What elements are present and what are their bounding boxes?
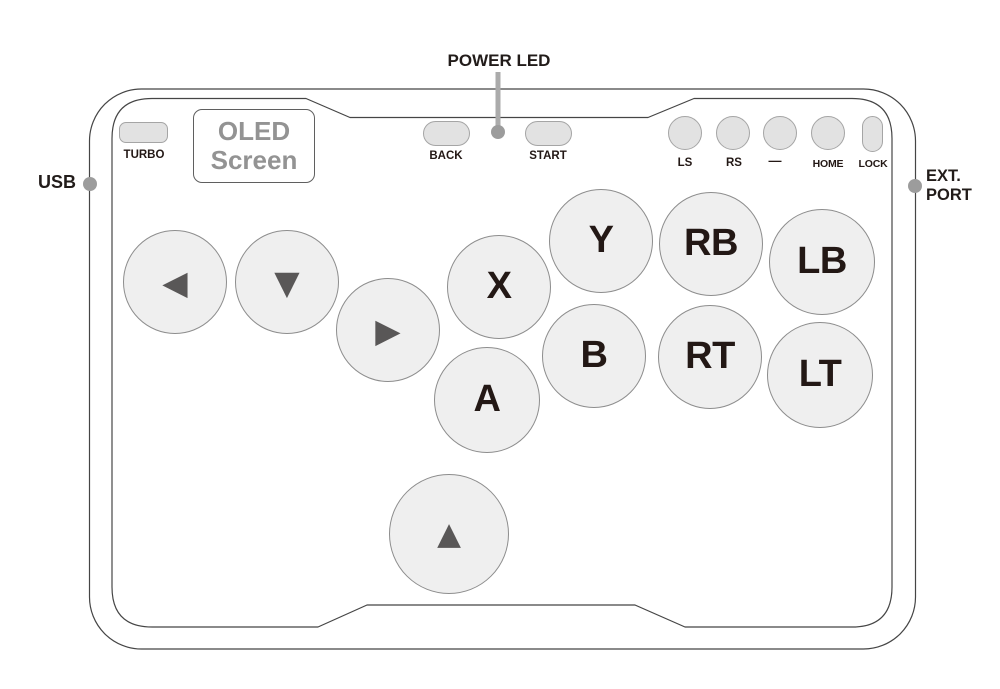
oled-screen: OLED Screen bbox=[193, 109, 315, 183]
left-arrow-icon: ◀ bbox=[162, 262, 188, 302]
back-button[interactable] bbox=[423, 121, 470, 146]
button-rt-label: RT bbox=[685, 335, 735, 377]
rs-label: RS bbox=[726, 157, 742, 169]
minus-label: — bbox=[768, 153, 782, 168]
button-dpad-down[interactable]: ▼ bbox=[235, 230, 339, 334]
case-inner-outline bbox=[111, 97, 893, 628]
case-outer-outline bbox=[88, 88, 917, 650]
button-dpad-right[interactable]: ▶ bbox=[336, 278, 440, 382]
home-label: HOME bbox=[812, 158, 844, 170]
button-rt[interactable]: RT bbox=[658, 305, 762, 409]
turbo-label: TURBO bbox=[123, 149, 165, 161]
button-lt[interactable]: LT bbox=[767, 322, 873, 428]
rs-button[interactable] bbox=[716, 116, 750, 150]
ls-label: LS bbox=[677, 157, 693, 169]
home-button[interactable] bbox=[811, 116, 845, 150]
button-lt-label: LT bbox=[798, 353, 842, 395]
usb-port-dot bbox=[83, 177, 97, 191]
button-rb-label: RB bbox=[684, 222, 738, 264]
ext-port-label-line2: PORT bbox=[926, 186, 972, 204]
button-b-label: B bbox=[580, 334, 608, 376]
power-led-marker-dot bbox=[491, 125, 505, 139]
ext-port-label: EXT. PORT bbox=[926, 167, 972, 205]
button-rb[interactable]: RB bbox=[659, 192, 763, 296]
oled-screen-text-line1: OLED bbox=[217, 116, 291, 146]
down-arrow-icon: ▼ bbox=[274, 262, 300, 302]
ls-button[interactable] bbox=[668, 116, 702, 150]
button-b[interactable]: B bbox=[542, 304, 646, 408]
button-a[interactable]: A bbox=[434, 347, 540, 453]
button-x-label: X bbox=[486, 265, 512, 307]
ext-port-label-line1: EXT. bbox=[926, 167, 961, 185]
button-y-label: Y bbox=[588, 219, 614, 261]
start-label: START bbox=[529, 150, 567, 162]
oled-screen-text-line2: Screen bbox=[210, 145, 298, 175]
power-led-label: POWER LED bbox=[447, 51, 551, 70]
button-a-label: A bbox=[473, 378, 501, 420]
turbo-button[interactable] bbox=[119, 122, 168, 143]
right-arrow-icon: ▶ bbox=[375, 310, 401, 350]
usb-label: USB bbox=[37, 172, 76, 192]
start-button[interactable] bbox=[525, 121, 572, 146]
button-y[interactable]: Y bbox=[549, 189, 653, 293]
lock-label: LOCK bbox=[858, 158, 888, 170]
button-lb-label: LB bbox=[797, 240, 847, 282]
button-lb[interactable]: LB bbox=[769, 209, 875, 315]
up-arrow-icon: ▲ bbox=[437, 515, 461, 552]
minus-button[interactable] bbox=[763, 116, 797, 150]
ext-port-dot bbox=[908, 179, 922, 193]
button-dpad-up[interactable]: ▲ bbox=[389, 474, 509, 594]
back-label: BACK bbox=[429, 150, 463, 162]
button-dpad-left[interactable]: ◀ bbox=[123, 230, 227, 334]
button-x[interactable]: X bbox=[447, 235, 551, 339]
lock-button[interactable] bbox=[862, 116, 883, 152]
